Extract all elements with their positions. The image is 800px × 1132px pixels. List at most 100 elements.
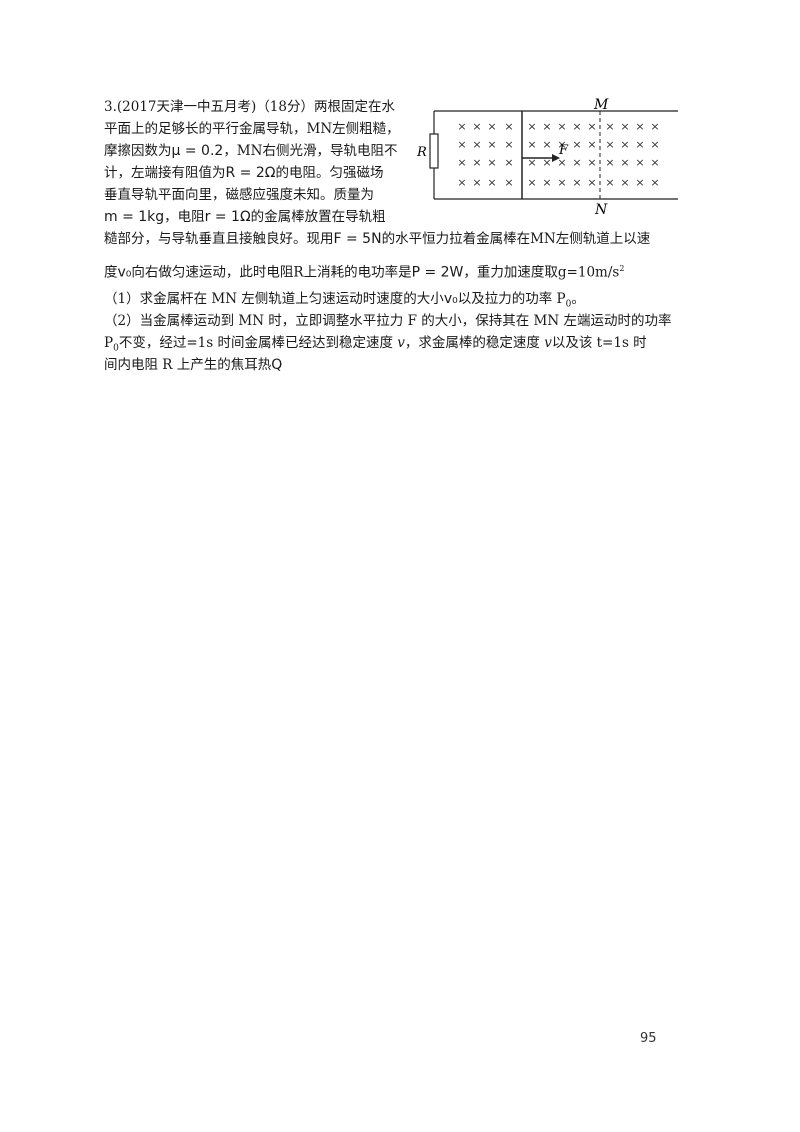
formula-r: r = 1Ω [204,209,251,225]
field-cross-icon: × [605,156,614,169]
problem-text: 度 [104,264,118,281]
question-text: 间内电阻 R 上产生的焦耳热 [104,357,272,373]
force-arrow-head [552,154,560,162]
problem-line-3: 摩擦因数为μ = 0.2，MN右侧光滑，导轨电阻不 [104,140,397,162]
field-cross-icon: × [587,120,596,133]
question-1: （1）求金属杆在 MN 左侧轨道上匀速运动时速度的大小v₀以及拉力的功率 P0。 [104,288,664,316]
formula-F: F = 5N [333,231,382,247]
page-number: 95 [640,1031,657,1046]
field-cross-icon: × [620,176,629,189]
magnetic-field: × × × × × × × × × × × × × × × × × × × × × × × × × × × × × × × × × × × × × × × ×… [457,120,659,189]
field-cross-icon: × [557,120,566,133]
problem-text: 平面上的足够长的平行金属导轨，MN左侧粗糙， [104,121,400,137]
field-cross-icon: × [472,176,481,189]
field-cross-icon: × [635,156,644,169]
field-cross-icon: × [557,138,566,151]
problem-text: 的电阻。匀强磁场 [275,165,384,181]
formula-mu: μ = 0.2 [171,143,224,159]
field-cross-icon: × [605,138,614,151]
field-cross-icon: × [527,156,536,169]
problem-line-8: 度v₀向右做匀速运动，此时电阻R上消耗的电功率是P = 2W，重力加速度取g=1… [104,258,664,284]
problem-text: 两根固定在水 [313,99,395,115]
question-text: ，求金属棒的稳定速度 [404,335,545,351]
label-N: N [594,202,608,218]
problem-text: ，重力加速度取g=10m/s [463,264,620,281]
formula-m: m = 1kg [104,209,165,225]
field-cross-icon: × [557,176,566,189]
problem-line-7: 糙部分，与导轨垂直且接触良好。现用F = 5N的水平恒力拉着金属棒在MN左侧轨道… [104,228,664,250]
problem-text: 糙部分，与导轨垂直且接触良好。现用 [104,231,334,247]
field-cross-icon: × [487,176,496,189]
question-text: 以及该 t=1s 时 [551,335,647,351]
problem-text: 的水平恒力拉着金属棒在MN左侧轨道上以速 [381,231,651,247]
field-cross-icon: × [472,156,481,169]
label-M: M [593,97,609,113]
formula-Q: Q [271,357,283,373]
problem-line-5: 垂直导轨平面向里，磁感应强度未知。质量为 [104,184,374,206]
field-cross-icon: × [572,156,581,169]
field-cross-icon: × [487,156,496,169]
problem-text: 向右做匀速运动，此时电阻R上消耗的电功率是 [131,264,412,281]
problem-line-2: 平面上的足够长的平行金属导轨，MN左侧粗糙， [104,118,400,140]
field-cross-icon: × [650,120,659,133]
field-cross-icon: × [472,120,481,133]
field-cross-icon: × [527,120,536,133]
subscript: 0 [113,343,119,354]
superscript: 2 [619,264,625,273]
resistor [429,133,439,169]
field-cross-icon: × [605,176,614,189]
field-cross-icon: × [572,176,581,189]
question-text: 不变，经过=1s 时间金属棒已经达到稳定速度 [118,335,398,351]
force-label: F [558,143,569,158]
field-cross-icon: × [542,156,551,169]
field-cross-icon: × [457,138,466,151]
question-text: P [104,335,114,351]
question-text: 以及拉力的功率 P [457,291,566,307]
question-text: 。 [571,291,585,307]
field-cross-icon: × [557,156,566,169]
problem-line-1: 3.(2017天津一中五月考)（18分）两根固定在水 [104,96,395,118]
question-text: （2）当金属棒运动到 MN 时，立即调整水平拉力 F 的大小，保持其在 MN 左… [104,313,672,329]
question-text: （1）求金属杆在 MN 左侧轨道上匀速运动时速度的大小 [104,291,444,307]
italic-v: v [544,335,552,351]
field-cross-icon: × [587,176,596,189]
problem-line-6: m = 1kg，电阻r = 1Ω的金属棒放置在导轨粗 [104,206,386,228]
field-cross-icon: × [620,138,629,151]
field-cross-icon: × [605,120,614,133]
field-cross-icon: × [527,138,536,151]
formula-v0: v₀ [117,264,132,281]
field-cross-icon: × [587,156,596,169]
formula-P: P = 2W [411,264,464,281]
field-cross-icon: × [650,138,659,151]
field-cross-icon: × [635,120,644,133]
rail-diagram: R M N ××××××××××××××××××××××××××××××××××… [416,97,678,218]
problem-line-4: 计，左端接有阻值为R = 2Ω的电阻。匀强磁场 [104,162,383,184]
field-cross-icon: × [650,176,659,189]
field-cross-icon: × [504,120,513,133]
field-cross-icon: × [457,176,466,189]
problem-text: 垂直导轨平面向里，磁感应强度未知。质量为 [104,187,374,203]
field-cross-icon: × [542,120,551,133]
field-cross-icon: × [457,156,466,169]
field-cross-icon: × [504,138,513,151]
subscript: 0 [565,299,572,310]
field-cross-icon: × [527,176,536,189]
field-cross-icon: × [457,120,466,133]
field-cross-icon: × [572,120,581,133]
formula-R: R = 2Ω [225,165,276,181]
field-cross-icon: × [635,176,644,189]
field-cross-icon: × [487,138,496,151]
problem-source: (2017天津一中五月考)（18分） [116,99,314,115]
field-cross-icon: × [620,156,629,169]
field-cross-icon: × [620,120,629,133]
resistor-label: R [416,145,427,160]
problem-text: 的金属棒放置在导轨粗 [250,209,386,225]
problem-text: ，MN右侧光滑，导轨电阻不 [223,143,398,159]
problem-text: 计，左端接有阻值为 [104,165,226,181]
formula-v0: v₀ [443,291,458,307]
field-cross-icon: × [587,138,596,151]
field-cross-icon: × [487,120,496,133]
field-cross-icon: × [542,138,551,151]
problem-number: 3. [104,99,117,115]
